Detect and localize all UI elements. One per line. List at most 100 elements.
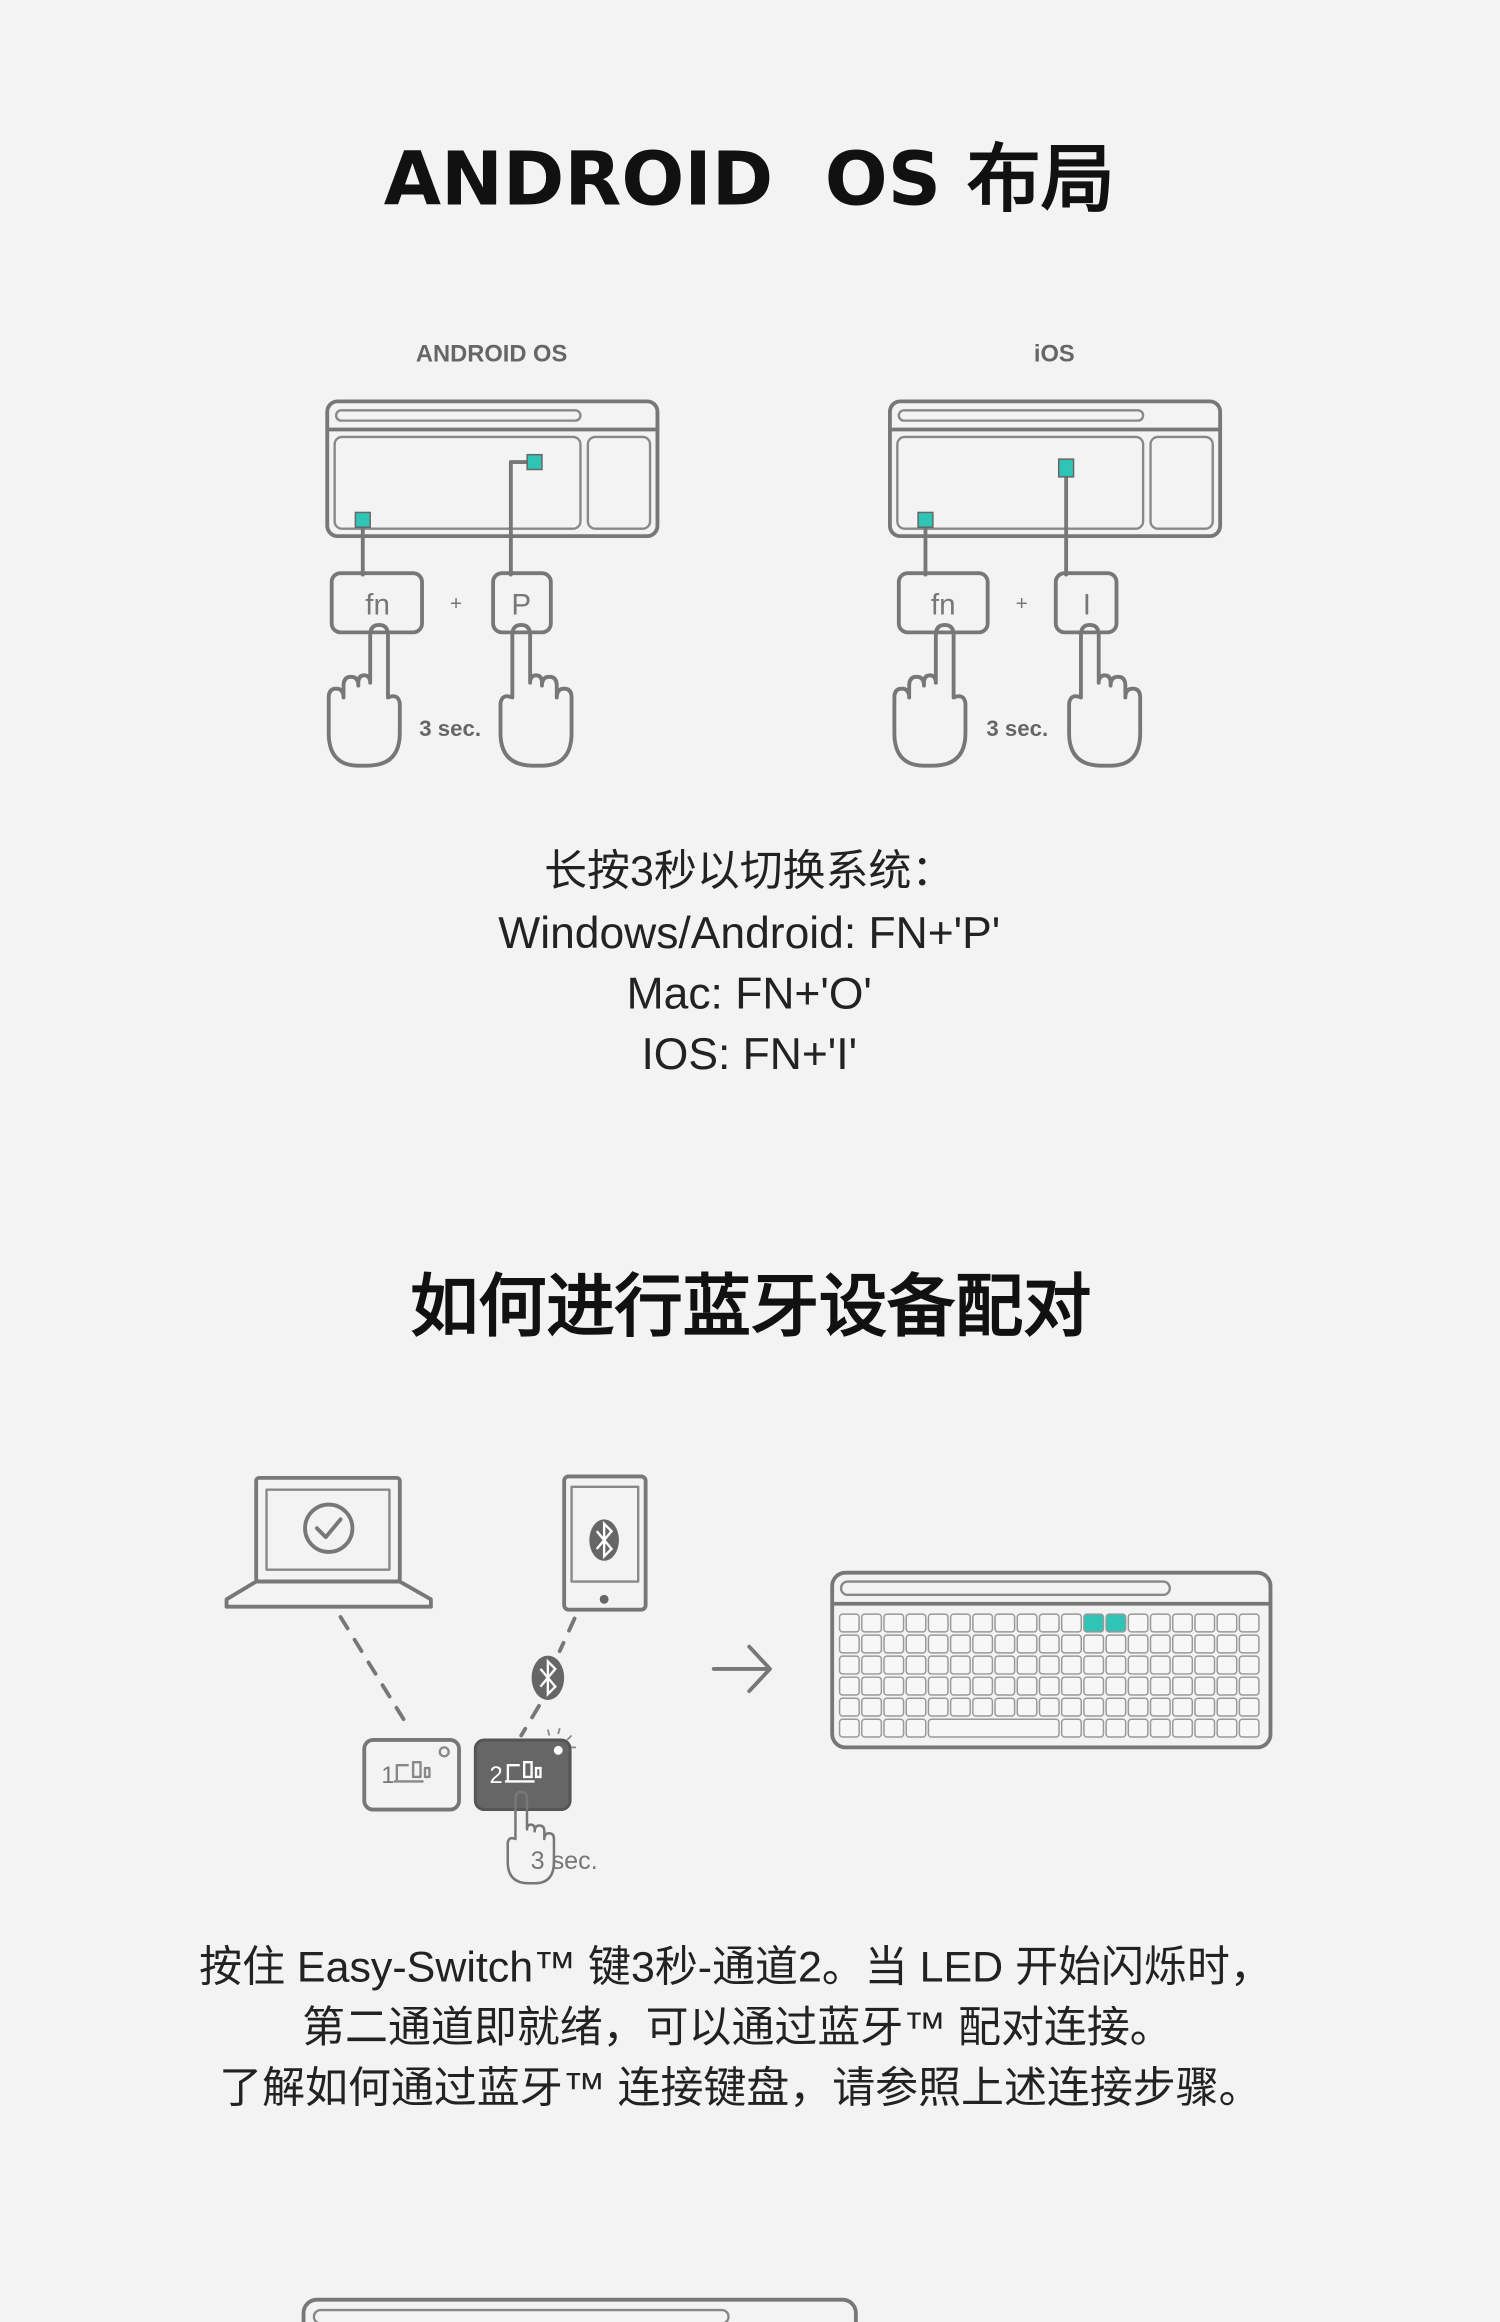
keyboard-key [972, 1613, 994, 1633]
keyboard-key [949, 1613, 971, 1633]
keyboard-key [1238, 1655, 1260, 1675]
keyboard-key [1172, 1718, 1194, 1738]
keyboard-key [1216, 1718, 1238, 1738]
keyboard-key [838, 1634, 860, 1654]
keyboard-key [1238, 1634, 1260, 1654]
paragraph-line: 按住 Easy-Switch™ 键3秒-通道2。当 LED 开始闪烁时， [199, 1943, 1273, 1991]
fn-key [896, 571, 990, 635]
keyboard-key [883, 1697, 905, 1717]
keyboard-key [1216, 1634, 1238, 1654]
keyboard-key [1083, 1634, 1105, 1654]
instruction-line: Mac: FN+'O' [627, 969, 872, 1018]
keyboard-key [1038, 1697, 1060, 1717]
keyboard-key [1149, 1718, 1171, 1738]
keyboard-key [1194, 1676, 1216, 1696]
arrow-right-icon [711, 1644, 772, 1694]
keyboard-key [1060, 1718, 1082, 1738]
keyboard-key [1172, 1697, 1194, 1717]
keyboard-key [1038, 1676, 1060, 1696]
keyboard-key [1060, 1676, 1082, 1696]
keyboard-key [1016, 1697, 1038, 1717]
keyboard-key [1038, 1613, 1060, 1633]
keyboard-key [972, 1697, 994, 1717]
plus-sign: + [1016, 592, 1028, 615]
keyboard-key [1194, 1655, 1216, 1675]
keyboard-key [927, 1613, 949, 1633]
keyboard-key [861, 1613, 883, 1633]
keyboard-key [1060, 1613, 1082, 1633]
keyboard-outline-icon [325, 399, 660, 539]
hold-duration: 3 sec. [419, 716, 481, 741]
keyboard-key [838, 1655, 860, 1675]
keyboard-key [1149, 1634, 1171, 1654]
keyboard-key [883, 1655, 905, 1675]
keyboard-key [994, 1697, 1016, 1717]
keyboard-key [1105, 1655, 1127, 1675]
keyboard-key [949, 1655, 971, 1675]
fn-key-highlight [917, 511, 934, 528]
connection-line [338, 1615, 410, 1728]
keyboard-key [838, 1676, 860, 1696]
keyboard-key [905, 1676, 927, 1696]
p-key-highlight [526, 453, 543, 471]
plus-sign: + [450, 592, 462, 615]
keyboard-key [861, 1718, 883, 1738]
phone-icon [562, 1474, 648, 1612]
keyboard-key [1060, 1655, 1082, 1675]
keyboard-key [838, 1697, 860, 1717]
channel-number: 2 [489, 1763, 502, 1789]
instruction-line: Windows/Android: FN+'P' [498, 909, 1000, 958]
diagram-label-android: ANDROID OS [416, 341, 567, 367]
section-title-bluetooth-pairing: 如何进行蓝牙设备配对 [410, 1268, 1091, 1347]
highlighted-key [1083, 1613, 1105, 1633]
hand-press-icon [498, 623, 574, 768]
keyboard-key [1238, 1718, 1260, 1738]
keyboard-key [883, 1676, 905, 1696]
keyboard-key [861, 1676, 883, 1696]
hand-press-icon [326, 623, 402, 768]
keyboard-key [1172, 1655, 1194, 1675]
pairing-instructions: 按住 Easy-Switch™ 键3秒-通道2。当 LED 开始闪烁时， 第二通… [199, 1943, 1273, 2112]
keyboard-key [905, 1697, 927, 1717]
keyboard-key [1016, 1655, 1038, 1675]
keyboard-key [1105, 1697, 1127, 1717]
keyboard-key [927, 1655, 949, 1675]
fn-key [329, 571, 424, 635]
switch-instructions: 长按3秒以切换系统： Windows/Android: FN+'P' Mac: … [498, 848, 1000, 1080]
keyboard-key [949, 1634, 971, 1654]
keyboard-key [838, 1718, 860, 1738]
keyboard-key [1127, 1634, 1149, 1654]
keyboard-key [1194, 1697, 1216, 1717]
keyboard-key [1149, 1655, 1171, 1675]
keyboard-key [1105, 1718, 1127, 1738]
laptop-icon [224, 1475, 433, 1609]
keyboard-key [994, 1634, 1016, 1654]
channel-number: 1 [381, 1763, 394, 1789]
keyboard-key [1127, 1697, 1149, 1717]
instruction-line: 长按3秒以切换系统： [544, 848, 954, 896]
keyboard-key [861, 1655, 883, 1675]
keyboard-key [1238, 1697, 1260, 1717]
keyboard-key [927, 1697, 949, 1717]
hold-duration: 3 sec. [986, 716, 1048, 741]
hand-press-icon [1067, 623, 1143, 768]
keyboard-key [994, 1613, 1016, 1633]
keyboard-key [1060, 1634, 1082, 1654]
android-os-diagram: ANDROID OS fn + P 3 sec. [325, 341, 660, 768]
keyboard-key [1149, 1697, 1171, 1717]
pairing-diagram: 1 2 3 sec. [224, 1474, 1273, 1885]
easy-switch-channel-2[interactable]: 2 [473, 1727, 577, 1812]
keyboard-key [1083, 1718, 1105, 1738]
keyboard-icon [830, 1570, 1273, 1750]
keyboard-key [927, 1676, 949, 1696]
keyboard-key [861, 1697, 883, 1717]
hold-duration: 3 sec. [531, 1847, 598, 1875]
keyboard-key [1216, 1676, 1238, 1696]
keyboard-key [927, 1634, 949, 1654]
keyboard-key [1194, 1718, 1216, 1738]
keyboard-key [994, 1676, 1016, 1696]
keyboard-key [905, 1634, 927, 1654]
keyboard-key [1016, 1676, 1038, 1696]
fn-key-highlight [354, 511, 371, 528]
